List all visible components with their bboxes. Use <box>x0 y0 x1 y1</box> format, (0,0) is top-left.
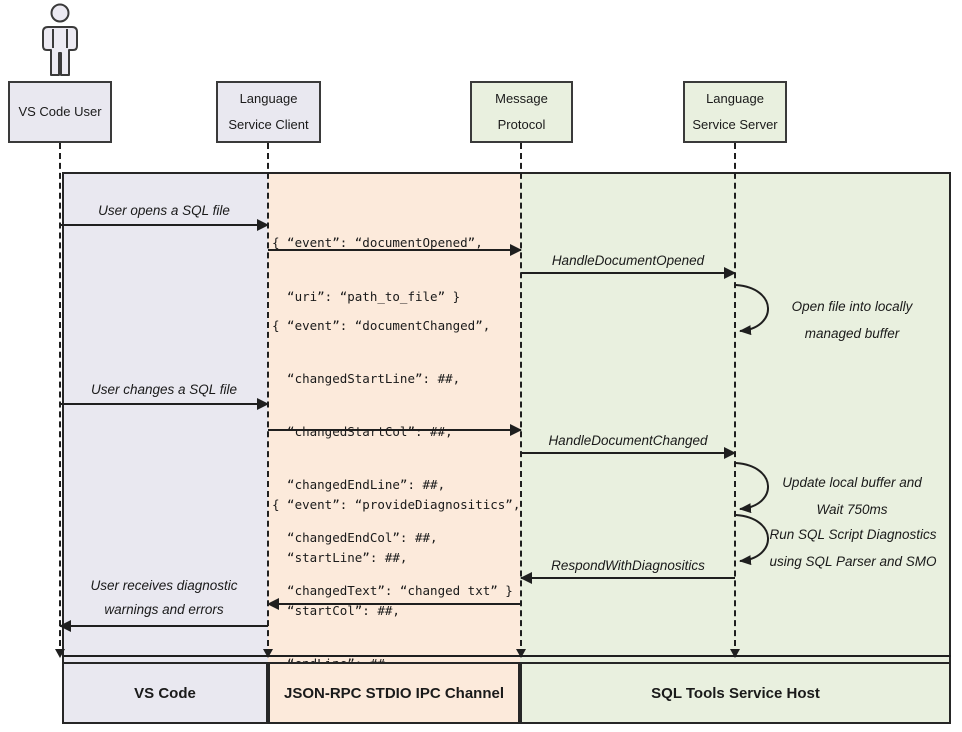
floor-line <box>62 655 951 657</box>
payload-document-changed: { “event”: “documentChanged”, “changedSt… <box>272 318 513 598</box>
lane-ipc-channel <box>268 172 520 724</box>
drop-arrow-protocol <box>516 649 526 658</box>
header-box-message-protocol: Message Protocol <box>470 81 573 143</box>
arrow-diagnostics-to-user <box>59 620 268 632</box>
arrow-handle-document-opened <box>521 267 736 279</box>
footer-label: SQL Tools Service Host <box>651 684 820 702</box>
arrow-document-changed-message <box>268 424 522 436</box>
arrow-respond-with-diagnostics <box>520 572 735 584</box>
footer-box-vscode: VS Code <box>62 662 268 724</box>
label-handle-document-opened: HandleDocumentOpened <box>551 253 705 268</box>
footer-box-jsonrpc-channel: JSON-RPC STDIO IPC Channel <box>268 662 520 724</box>
arrow-user-opens-file <box>60 219 269 231</box>
payload-document-opened: { “event”: “documentOpened”, “uri”: “pat… <box>272 235 483 304</box>
drop-arrow-server <box>730 649 740 658</box>
lifeline-vscode-user <box>59 143 61 656</box>
header-box-vscode-user: VS Code User <box>8 81 112 143</box>
label-open-file-buffer: Open file into locally managed buffer <box>791 299 913 341</box>
label-handle-document-changed: HandleDocumentChanged <box>548 433 708 448</box>
drop-arrow-user <box>55 649 65 658</box>
header-label: VS Code User <box>18 104 102 119</box>
footer-label: VS Code <box>134 684 196 702</box>
self-loop-run-diagnostics <box>735 514 769 566</box>
user-actor-icon <box>42 3 78 76</box>
header-label: Service Client <box>228 117 309 132</box>
header-label: Language <box>239 91 298 106</box>
label-update-buffer-wait: Update local buffer and Wait 750ms <box>782 475 922 517</box>
header-label: Language <box>706 91 764 106</box>
arrow-handle-document-changed <box>521 447 736 459</box>
label-user-changes-sql-file: User changes a SQL file <box>90 382 238 397</box>
label-user-opens-sql-file: User opens a SQL file <box>98 203 230 218</box>
label-run-sql-diagnostics: Run SQL Script Diagnostics using SQL Par… <box>769 527 937 569</box>
footer-label: JSON-RPC STDIO IPC Channel <box>283 684 505 702</box>
label-respond-with-diagnostics: RespondWithDiagnositics <box>551 558 705 573</box>
self-loop-open-file-buffer <box>735 284 769 336</box>
footer-box-sql-tools-host: SQL Tools Service Host <box>520 662 951 724</box>
drop-arrow-client <box>263 649 273 658</box>
header-label: Service Server <box>692 117 778 132</box>
label-user-receives-diagnostics: User receives diagnostic warnings and er… <box>90 578 238 617</box>
header-box-language-service-client: Language Service Client <box>216 81 321 143</box>
lifeline-service-server <box>734 143 736 656</box>
lifeline-message-protocol <box>520 143 522 656</box>
arrow-document-opened-message <box>268 244 522 256</box>
header-box-language-service-server: Language Service Server <box>683 81 787 143</box>
arrow-diagnostics-to-client <box>267 598 521 610</box>
header-label: Message <box>495 91 548 106</box>
self-loop-update-buffer <box>735 462 769 514</box>
header-label: Protocol <box>497 117 546 132</box>
arrow-user-changes-file <box>60 398 269 410</box>
lane-vscode-user <box>62 172 268 724</box>
